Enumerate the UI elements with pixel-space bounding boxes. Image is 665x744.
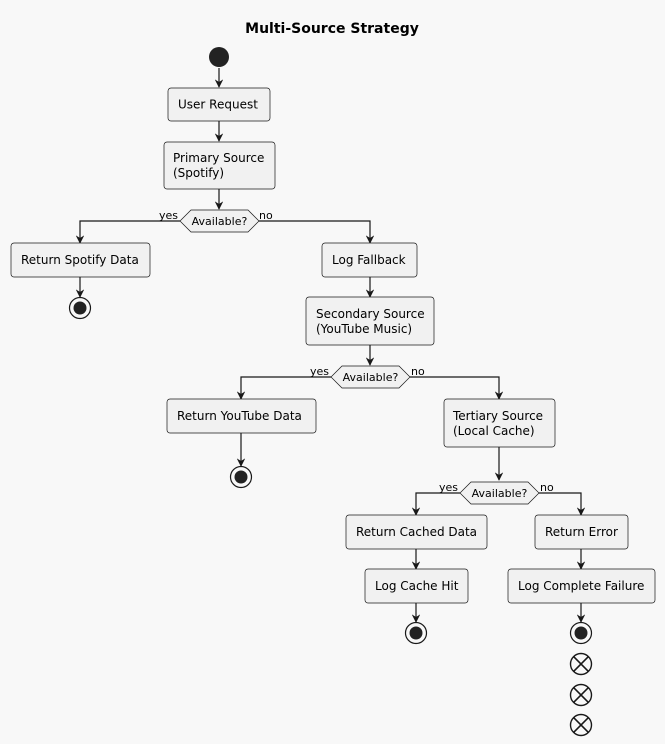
- action-label: Secondary Source: [316, 307, 425, 321]
- action-log-fallback: Log Fallback: [321, 242, 418, 278]
- action-label: Log Cache Hit: [375, 579, 459, 593]
- action-return-youtube: Return YouTube Data: [166, 398, 317, 434]
- action-log-complete-failure: Log Complete Failure: [507, 568, 656, 604]
- decision-tertiary-available: Available?: [459, 481, 540, 505]
- action-label: Return YouTube Data: [177, 409, 302, 423]
- action-return-spotify: Return Spotify Data: [10, 242, 151, 278]
- decision-label: Available?: [472, 487, 528, 500]
- decision-primary-available: Available?: [179, 209, 260, 233]
- branch-label-no: no: [411, 365, 425, 378]
- action-label: User Request: [178, 98, 258, 112]
- stop-node: [229, 465, 253, 489]
- action-user-request: User Request: [167, 87, 271, 122]
- edge-d1-yes: [75, 220, 180, 244]
- diagram-title: Multi-Source Strategy: [245, 21, 419, 37]
- action-label: Return Cached Data: [356, 525, 477, 539]
- action-label: (Spotify): [173, 166, 224, 180]
- decision-label: Available?: [343, 371, 399, 384]
- action-log-cache-hit: Log Cache Hit: [364, 568, 469, 604]
- branch-label-yes: yes: [439, 481, 458, 494]
- branch-label-no: no: [540, 481, 554, 494]
- branch-label-no: no: [259, 209, 273, 222]
- branch-label-yes: yes: [310, 365, 329, 378]
- decision-secondary-available: Available?: [330, 365, 411, 389]
- action-label: (Local Cache): [453, 424, 535, 438]
- flow-final-node: [569, 683, 593, 707]
- action-label: (YouTube Music): [316, 322, 412, 336]
- flow-final-node: [569, 713, 593, 737]
- action-label: Tertiary Source: [452, 409, 543, 423]
- edge-d2-yes: [236, 376, 331, 400]
- action-primary-source: Primary Source (Spotify): [163, 141, 276, 190]
- edge-d3-no: [539, 492, 586, 516]
- stop-node: [569, 621, 593, 645]
- action-label: Log Fallback: [332, 253, 406, 267]
- branch-label-yes: yes: [159, 209, 178, 222]
- connectors: [75, 68, 586, 623]
- action-label: Return Spotify Data: [21, 253, 139, 267]
- edge-d2-no: [410, 376, 504, 400]
- action-return-error: Return Error: [534, 514, 629, 550]
- decision-label: Available?: [192, 215, 248, 228]
- action-return-cached: Return Cached Data: [345, 514, 488, 550]
- start-node: [209, 47, 229, 67]
- stop-node: [404, 621, 428, 645]
- stop-node: [68, 296, 92, 320]
- action-label: Return Error: [545, 525, 618, 539]
- edge-d3-yes: [411, 492, 460, 516]
- action-label: Log Complete Failure: [518, 579, 644, 593]
- action-secondary-source: Secondary Source (YouTube Music): [305, 296, 435, 346]
- flow-final-node: [569, 652, 593, 676]
- action-label: Primary Source: [173, 151, 264, 165]
- action-tertiary-source: Tertiary Source (Local Cache): [443, 398, 556, 448]
- edge-d1-no: [259, 220, 375, 244]
